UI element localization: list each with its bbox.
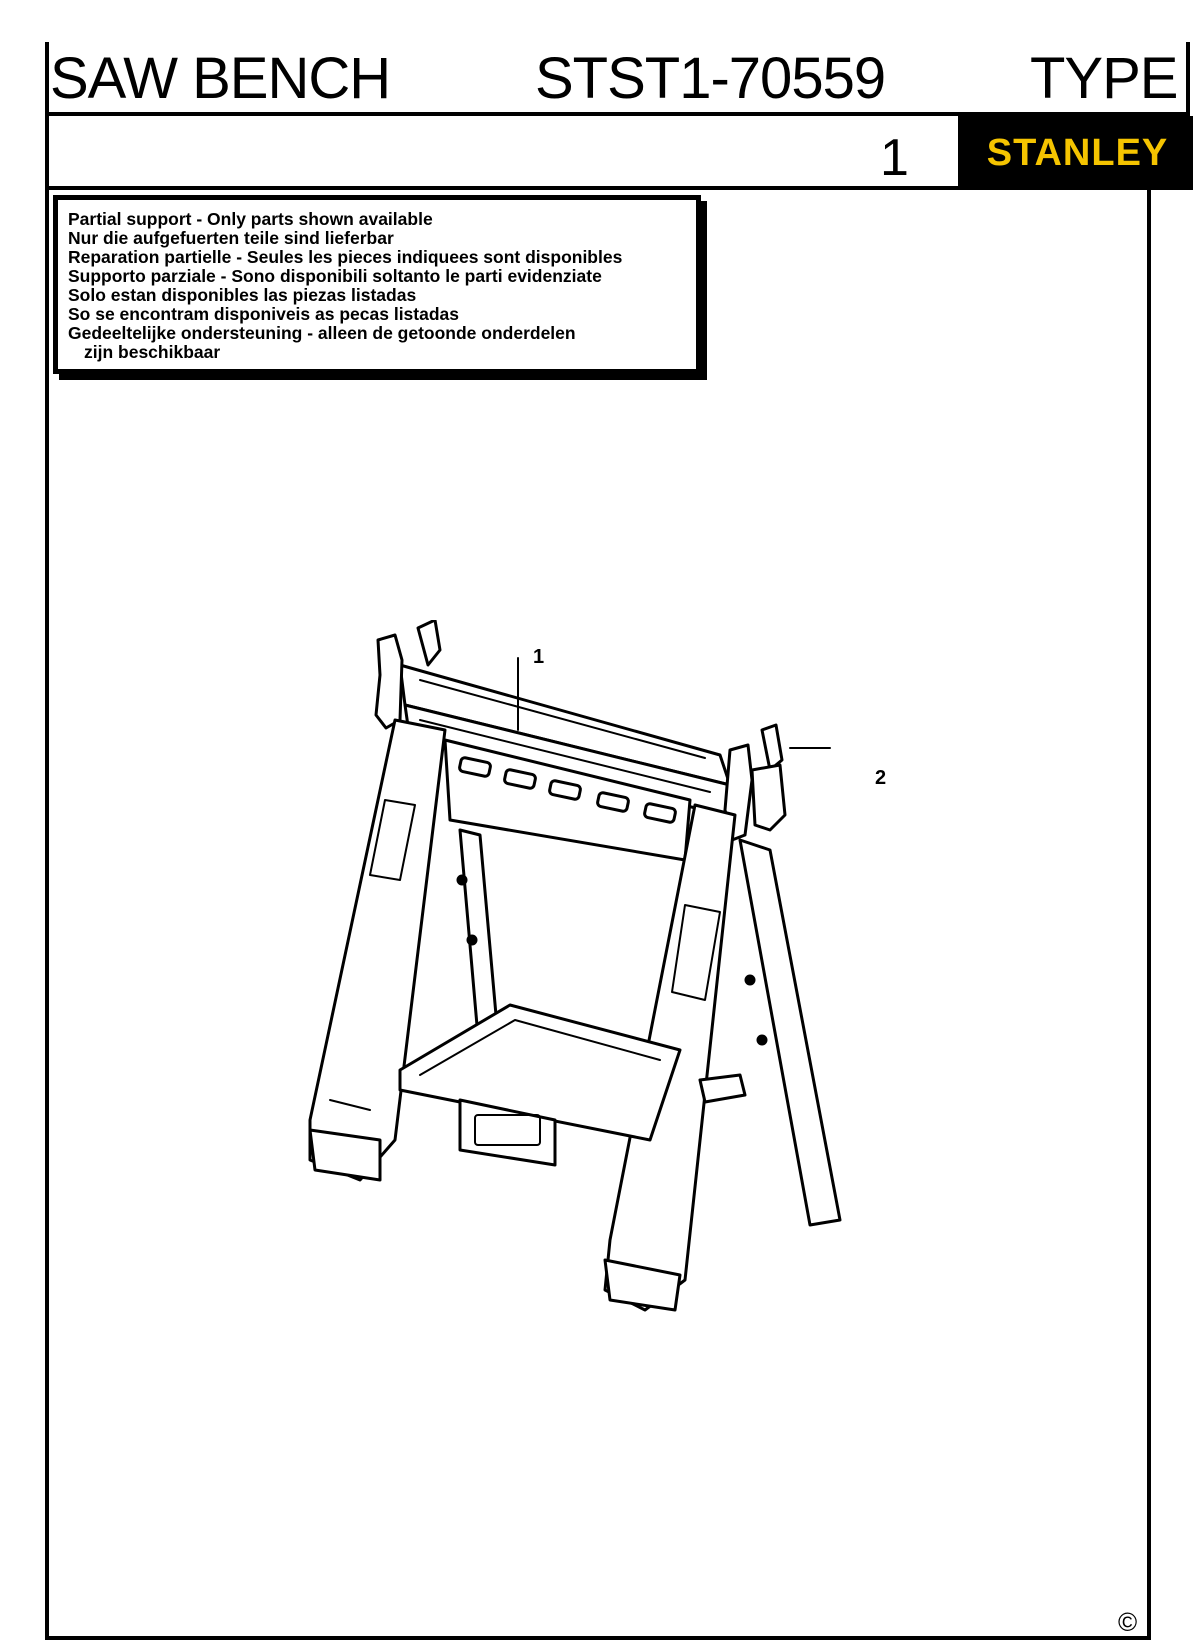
- header-right-rule: [1186, 42, 1190, 114]
- notice-line-nl: Gedeeltelijke ondersteuning - alleen de …: [68, 323, 576, 343]
- copyright-symbol: ©: [1118, 1607, 1138, 1637]
- drawing-frame: [45, 190, 1151, 1640]
- notice-line-de: Nur die aufgefuerten teile sind lieferba…: [68, 228, 394, 248]
- product-name: SAW BENCH: [50, 46, 391, 111]
- callout-2: 2: [875, 767, 887, 789]
- notice-line-en: Partial support - Only parts shown avail…: [68, 209, 433, 229]
- left-front-leg: [308, 718, 447, 1182]
- type-label: TYPE: [1030, 46, 1178, 111]
- model-number: STST1-70559: [535, 46, 886, 111]
- parts-availability-notice: Partial support - Only parts shown avail…: [53, 195, 701, 374]
- header-divider: [45, 112, 1190, 116]
- bottom-shelf: [398, 1003, 747, 1167]
- callout-1: 1: [533, 646, 545, 668]
- notice-line-nl-cont: zijn beschikbaar: [84, 342, 221, 362]
- saw-bench-exploded-drawing: [308, 620, 842, 1312]
- type-box: [45, 116, 962, 190]
- notice-line-fr: Reparation partielle - Seules les pieces…: [68, 247, 623, 267]
- notice-line-it: Supporto parziale - Sono disponibili sol…: [68, 266, 602, 286]
- stanley-logo: STANLEY: [962, 116, 1193, 190]
- notice-line-es: Solo estan disponibles las piezas listad…: [68, 285, 417, 305]
- notice-line-pt: So se encontram disponiveis as pecas lis…: [68, 304, 459, 324]
- type-value: 1: [880, 129, 909, 187]
- rear-legs: [456, 828, 842, 1227]
- logo-text: STANLEY: [986, 131, 1169, 174]
- header-left-rule: [45, 42, 49, 114]
